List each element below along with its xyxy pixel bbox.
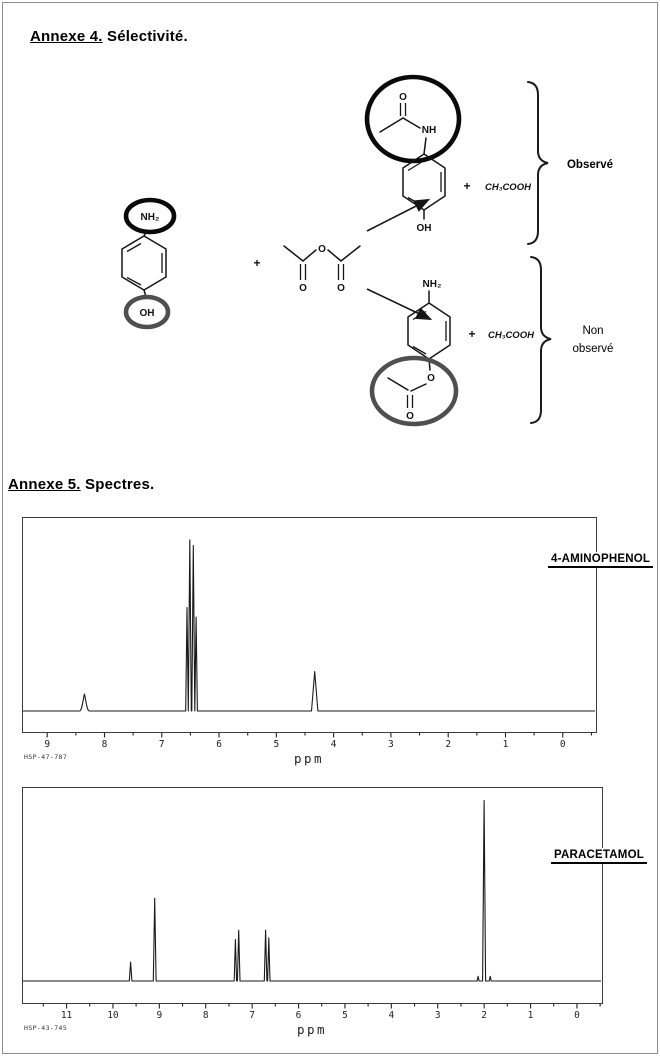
anhydride-right-oxygen: O [337, 283, 345, 294]
axis-tick-label: 9 [44, 739, 50, 750]
outcome-not-observed-line2: observé [573, 343, 614, 355]
hydroxyl-label: OH [140, 308, 155, 319]
axis-tick-label: 7 [249, 1010, 255, 1021]
acetic-acid-formula-top: CH₃COOH [485, 182, 532, 193]
axis-tick-label: 3 [388, 739, 394, 750]
axis-tick-label: 7 [159, 739, 165, 750]
axis-tick-label: 4 [331, 739, 337, 750]
axis-tick-label: 6 [216, 739, 222, 750]
brace-not-observed [530, 256, 552, 424]
spectrum-frame [22, 517, 597, 733]
product-o-acylated: NH₂ O O + CH₃COOH Non observé [369, 256, 614, 427]
ester-highlight-circle [369, 355, 459, 427]
amine-label: NH₂ [141, 212, 160, 223]
axis-tick-label: 5 [273, 739, 279, 750]
axis-tick-label: 1 [528, 1010, 534, 1021]
axis-tick-label: 1 [503, 739, 509, 750]
axis-tick-label: 2 [445, 739, 451, 750]
axis-tick-label: 9 [156, 1010, 162, 1021]
anhydride-left-oxygen: O [299, 283, 307, 294]
plus-sign-bottom: + [468, 327, 475, 341]
amide-oxygen-label: O [399, 92, 407, 103]
axis-tick-label: 0 [574, 1010, 580, 1021]
ester-carbonyl-oxygen-label: O [406, 411, 414, 422]
axis-tick-label: 4 [388, 1010, 394, 1021]
spectrum-frame [22, 787, 603, 1004]
selectivity-reaction-scheme: NH₂ OH + O O O O [121, 74, 614, 427]
plus-sign-reactants: + [253, 256, 260, 270]
reactant-4-aminophenol: NH₂ OH [121, 197, 177, 330]
spectrum-title-paracetamol: PARACETAMOL [551, 848, 647, 864]
x-axis-label: ppm [297, 1022, 327, 1037]
spectrum-title-4-aminophenol: 4-AMINOPHENOL [548, 552, 654, 568]
annexe5-heading: Annexe 5. Spectres. [8, 476, 154, 493]
acetic-acid-formula-bottom: CH₃COOH [488, 330, 535, 341]
brace-observed [527, 81, 549, 245]
acetic-anhydride: O O O [283, 244, 361, 294]
amide-highlight-circle [364, 74, 462, 164]
axis-tick-label: 8 [102, 739, 108, 750]
spectrum-id-label: HSP-43-745 [24, 1024, 67, 1032]
hydroxyl-highlight-circle [123, 294, 171, 330]
x-axis-label: ppm [294, 751, 324, 766]
axis-tick-label: 6 [296, 1010, 302, 1021]
axis-tick-label: 2 [481, 1010, 487, 1021]
axis-tick-label: 3 [435, 1010, 441, 1021]
anhydride-bridge-oxygen: O [318, 244, 326, 255]
outcome-observed-label: Observé [567, 159, 613, 171]
phenol-oh-label: OH [417, 223, 432, 234]
outcome-not-observed-line1: Non [582, 325, 603, 337]
benzene-ring [121, 235, 167, 291]
annexe4-heading-rest: Sélectivité. [102, 28, 188, 45]
reaction-arrow-bottom [366, 288, 433, 321]
annexe5-heading-underlined: Annexe 5. [8, 476, 81, 493]
amine-nh2-label: NH₂ [423, 279, 442, 290]
nmr-trace [23, 539, 595, 712]
product-paracetamol: O NH OH + CH₃COOH Observé [364, 74, 613, 245]
annexe5-heading-rest: Spectres. [80, 476, 155, 493]
axis-tick-label: 5 [342, 1010, 348, 1021]
annexe4-heading: Annexe 4. Sélectivité. [30, 28, 188, 45]
axis-tick-label: 8 [203, 1010, 209, 1021]
axis-tick-label: 0 [560, 739, 566, 750]
amide-nh-label: NH [422, 125, 436, 136]
plus-sign-top: + [463, 179, 470, 193]
amine-highlight-circle [123, 197, 177, 235]
axis-tick-label: 11 [61, 1010, 73, 1021]
axis-tick-label: 10 [107, 1010, 119, 1021]
nmr-trace [23, 799, 601, 982]
annexe4-heading-underlined: Annexe 4. [30, 28, 103, 45]
spectrum-id-label: HSP-47-787 [24, 753, 67, 761]
ester-oxygen-label: O [427, 373, 435, 384]
